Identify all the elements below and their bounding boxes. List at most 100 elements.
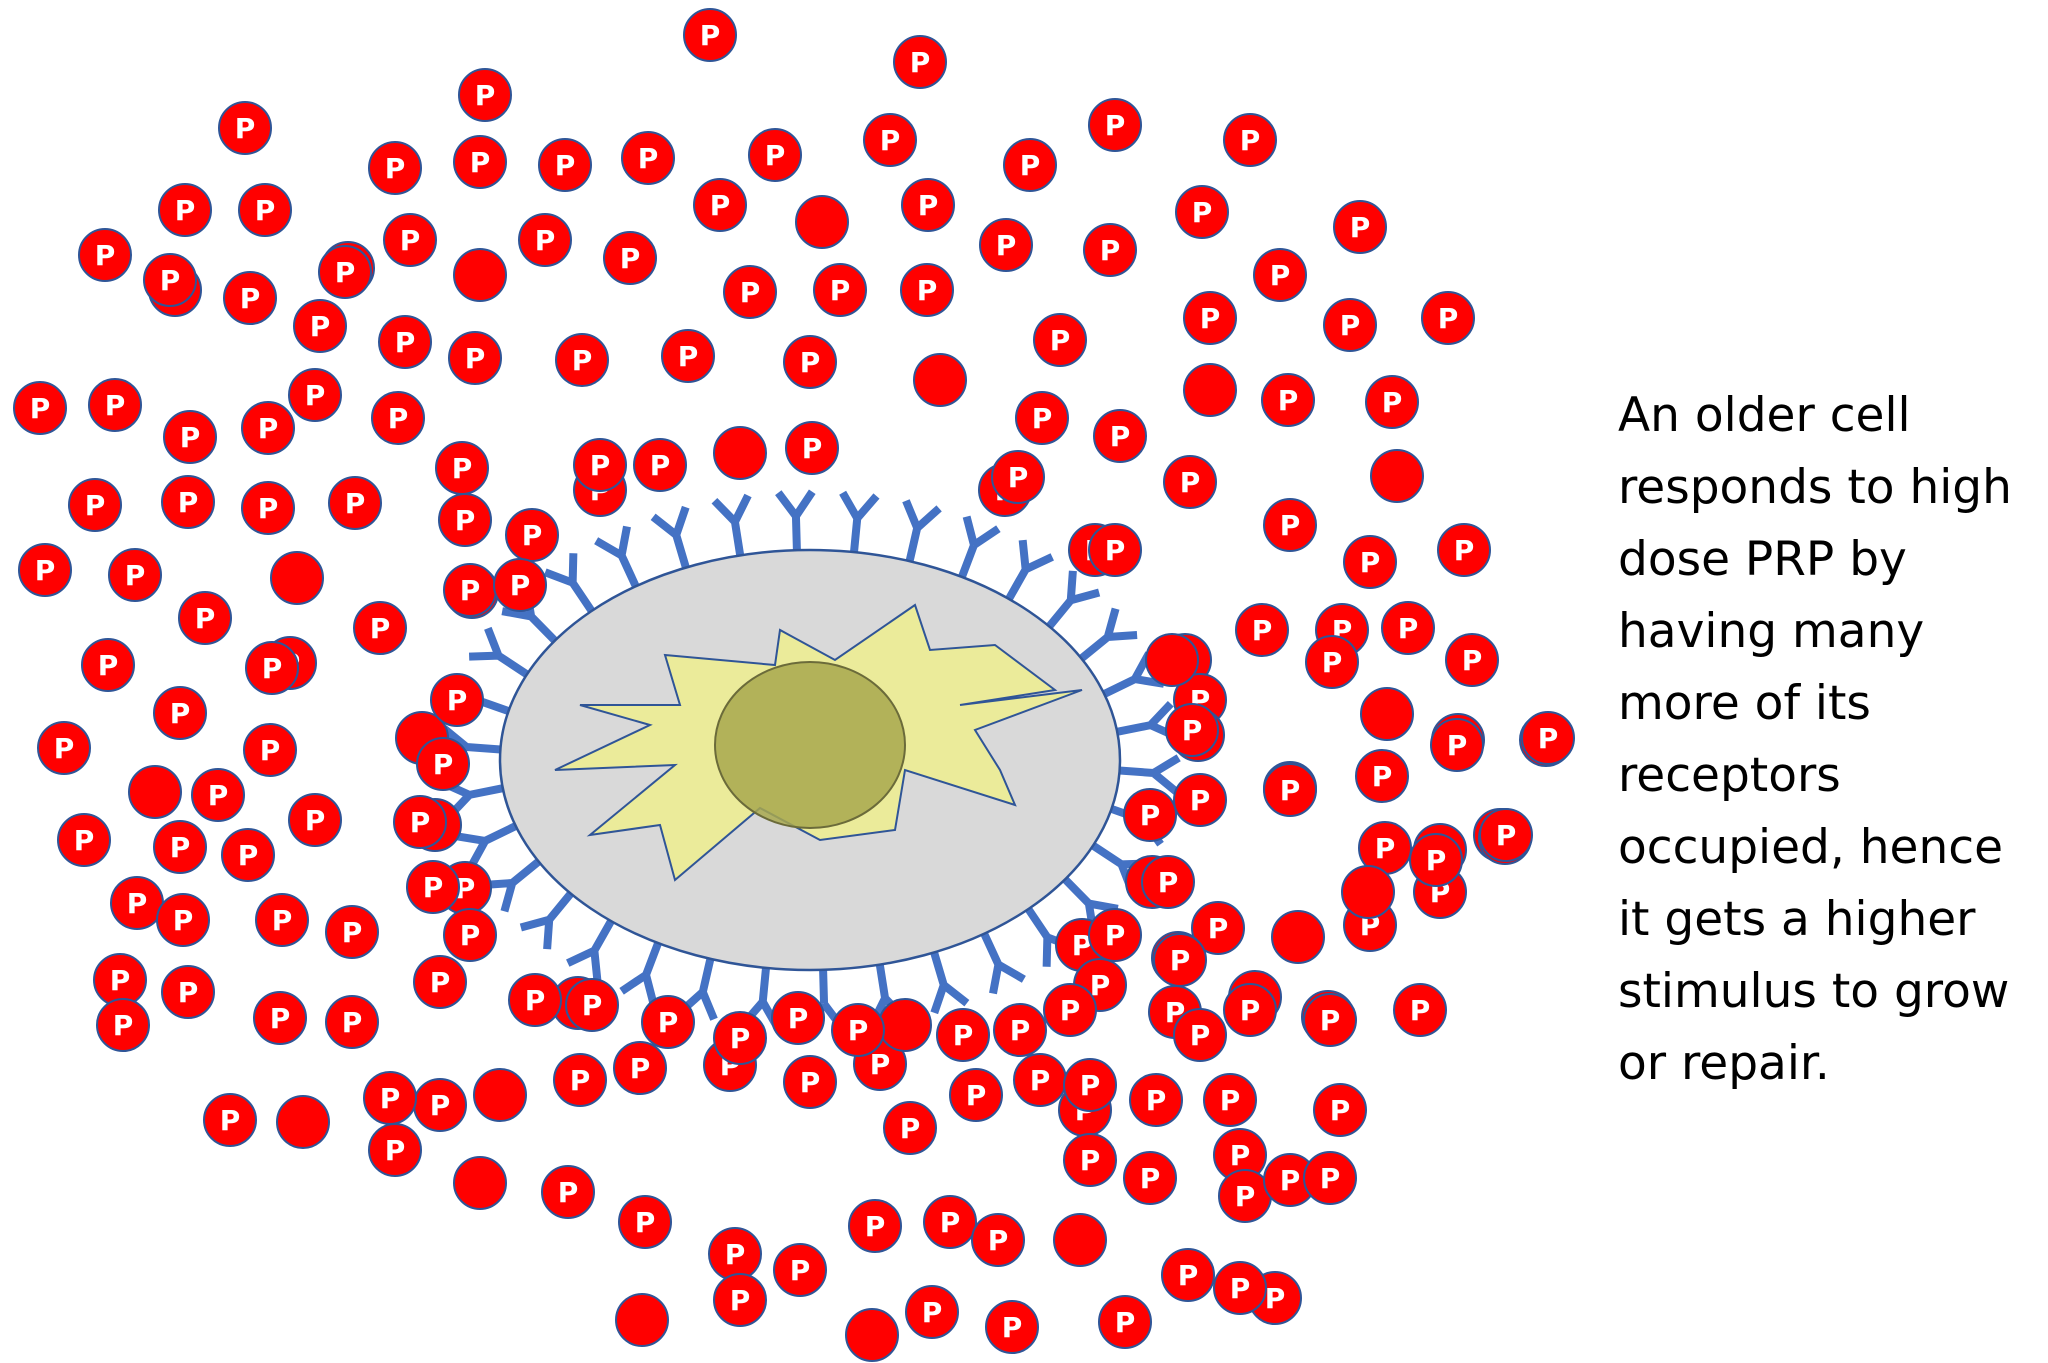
particle-label: P xyxy=(1438,302,1459,335)
prp-particle-p: P xyxy=(368,1123,422,1177)
prp-particle-p: P xyxy=(293,299,347,353)
prp-particle-p: P xyxy=(368,141,422,195)
prp-particle-p: P xyxy=(1263,1153,1317,1207)
particle-label: P xyxy=(1208,912,1229,945)
particle-label: P xyxy=(880,124,901,157)
particle-label: P xyxy=(522,519,543,552)
particle-label: P xyxy=(410,806,431,839)
prp-particle-blank xyxy=(453,248,507,302)
prp-particle-blank xyxy=(453,1156,507,1210)
prp-particle-p: P xyxy=(353,601,407,655)
prp-particle-p: P xyxy=(1203,1073,1257,1127)
prp-particle-p: P xyxy=(1213,1261,1267,1315)
particle-label: P xyxy=(790,1254,811,1287)
prp-particle-blank xyxy=(473,1068,527,1122)
particle-label: P xyxy=(1382,386,1403,419)
prp-particle-p: P xyxy=(371,391,425,445)
prp-particle-p: P xyxy=(991,450,1045,504)
prp-particle-p: P xyxy=(565,978,619,1032)
prp-particle-p: P xyxy=(163,410,217,464)
prp-particle-p: P xyxy=(328,476,382,530)
prp-particle-p: P xyxy=(1175,185,1229,239)
particle-label: P xyxy=(1140,1162,1161,1195)
prp-particle-p: P xyxy=(81,638,135,692)
particle-label: P xyxy=(1230,1272,1251,1305)
particle-label: P xyxy=(127,887,148,920)
prp-particle-blank xyxy=(270,551,324,605)
prp-particle-blank xyxy=(1145,633,1199,687)
particle-label: P xyxy=(423,871,444,904)
prp-particle-p: P xyxy=(1033,313,1087,367)
prp-particle-p: P xyxy=(1161,1248,1215,1302)
prp-particle-p: P xyxy=(1088,908,1142,962)
prp-particle-p: P xyxy=(1013,1053,1067,1107)
prp-particle-p: P xyxy=(661,329,715,383)
prp-particle-p: P xyxy=(1409,833,1463,887)
particle-label: P xyxy=(170,697,191,730)
prp-particle-p: P xyxy=(243,723,297,777)
prp-particle-p: P xyxy=(458,68,512,122)
particle-label: P xyxy=(1080,1144,1101,1177)
particle-label: P xyxy=(455,872,476,905)
particle-label: P xyxy=(725,1238,746,1271)
particle-label: P xyxy=(1340,309,1361,342)
particle-label: P xyxy=(1050,324,1071,357)
particle-label: P xyxy=(1375,832,1396,865)
particle-label: P xyxy=(940,1206,961,1239)
prp-particle-p: P xyxy=(708,1227,762,1281)
prp-particle-p: P xyxy=(413,955,467,1009)
particle-label: P xyxy=(208,779,229,812)
particle-label: P xyxy=(74,824,95,857)
prp-particle-p: P xyxy=(1098,1295,1152,1349)
prp-particle-p: P xyxy=(383,213,437,267)
prp-particle-blank xyxy=(913,353,967,407)
particle-label: P xyxy=(1032,402,1053,435)
caption-line: more of its xyxy=(1618,676,1871,731)
particle-label: P xyxy=(1235,1180,1256,1213)
particle-label: P xyxy=(460,574,481,607)
particle-label: P xyxy=(342,1006,363,1039)
prp-particle-blank xyxy=(878,998,932,1052)
prp-particle-p: P xyxy=(883,1101,937,1155)
particle-label: P xyxy=(1192,196,1213,229)
particle-label: P xyxy=(510,569,531,602)
particle-label: P xyxy=(1180,466,1201,499)
prp-particle-blank xyxy=(1360,687,1414,741)
prp-particle-p: P xyxy=(438,493,492,547)
prp-particle-p: P xyxy=(1253,248,1307,302)
prp-particle-p: P xyxy=(223,271,277,325)
prp-particle-p: P xyxy=(288,368,342,422)
particle-label: P xyxy=(1010,1014,1031,1047)
prp-particle-p: P xyxy=(971,1213,1025,1267)
particle-label: P xyxy=(700,19,721,52)
prp-particle-p: P xyxy=(923,1195,977,1249)
prp-particle-p: P xyxy=(1521,711,1575,765)
particle-label: P xyxy=(460,919,481,952)
prp-particle-p: P xyxy=(430,673,484,727)
prp-particle-p: P xyxy=(453,135,507,189)
prp-particle-p: P xyxy=(241,481,295,535)
prp-particle-p: P xyxy=(979,218,1033,272)
particle-label: P xyxy=(35,554,56,587)
particle-label: P xyxy=(345,487,366,520)
prp-particle-blank xyxy=(615,1293,669,1347)
prp-particle-p: P xyxy=(1313,1083,1367,1137)
receptor-icon xyxy=(1004,539,1054,603)
prp-particle-p: P xyxy=(1303,1151,1357,1205)
particle-label: P xyxy=(1372,760,1393,793)
receptor-icon xyxy=(594,525,641,590)
particle-label: P xyxy=(475,79,496,112)
prp-particle-p: P xyxy=(245,641,299,695)
prp-particle-p: P xyxy=(985,1300,1039,1354)
prp-particle-p: P xyxy=(1153,933,1207,987)
prp-particle-p: P xyxy=(1043,983,1097,1037)
particle-label: P xyxy=(988,1224,1009,1257)
particle-label: P xyxy=(590,449,611,482)
particle-label: P xyxy=(1200,302,1221,335)
particle-label: P xyxy=(385,152,406,185)
particle-label: P xyxy=(730,1284,751,1317)
prp-particle-p: P xyxy=(771,991,825,1045)
prp-particle-p: P xyxy=(1218,1169,1272,1223)
